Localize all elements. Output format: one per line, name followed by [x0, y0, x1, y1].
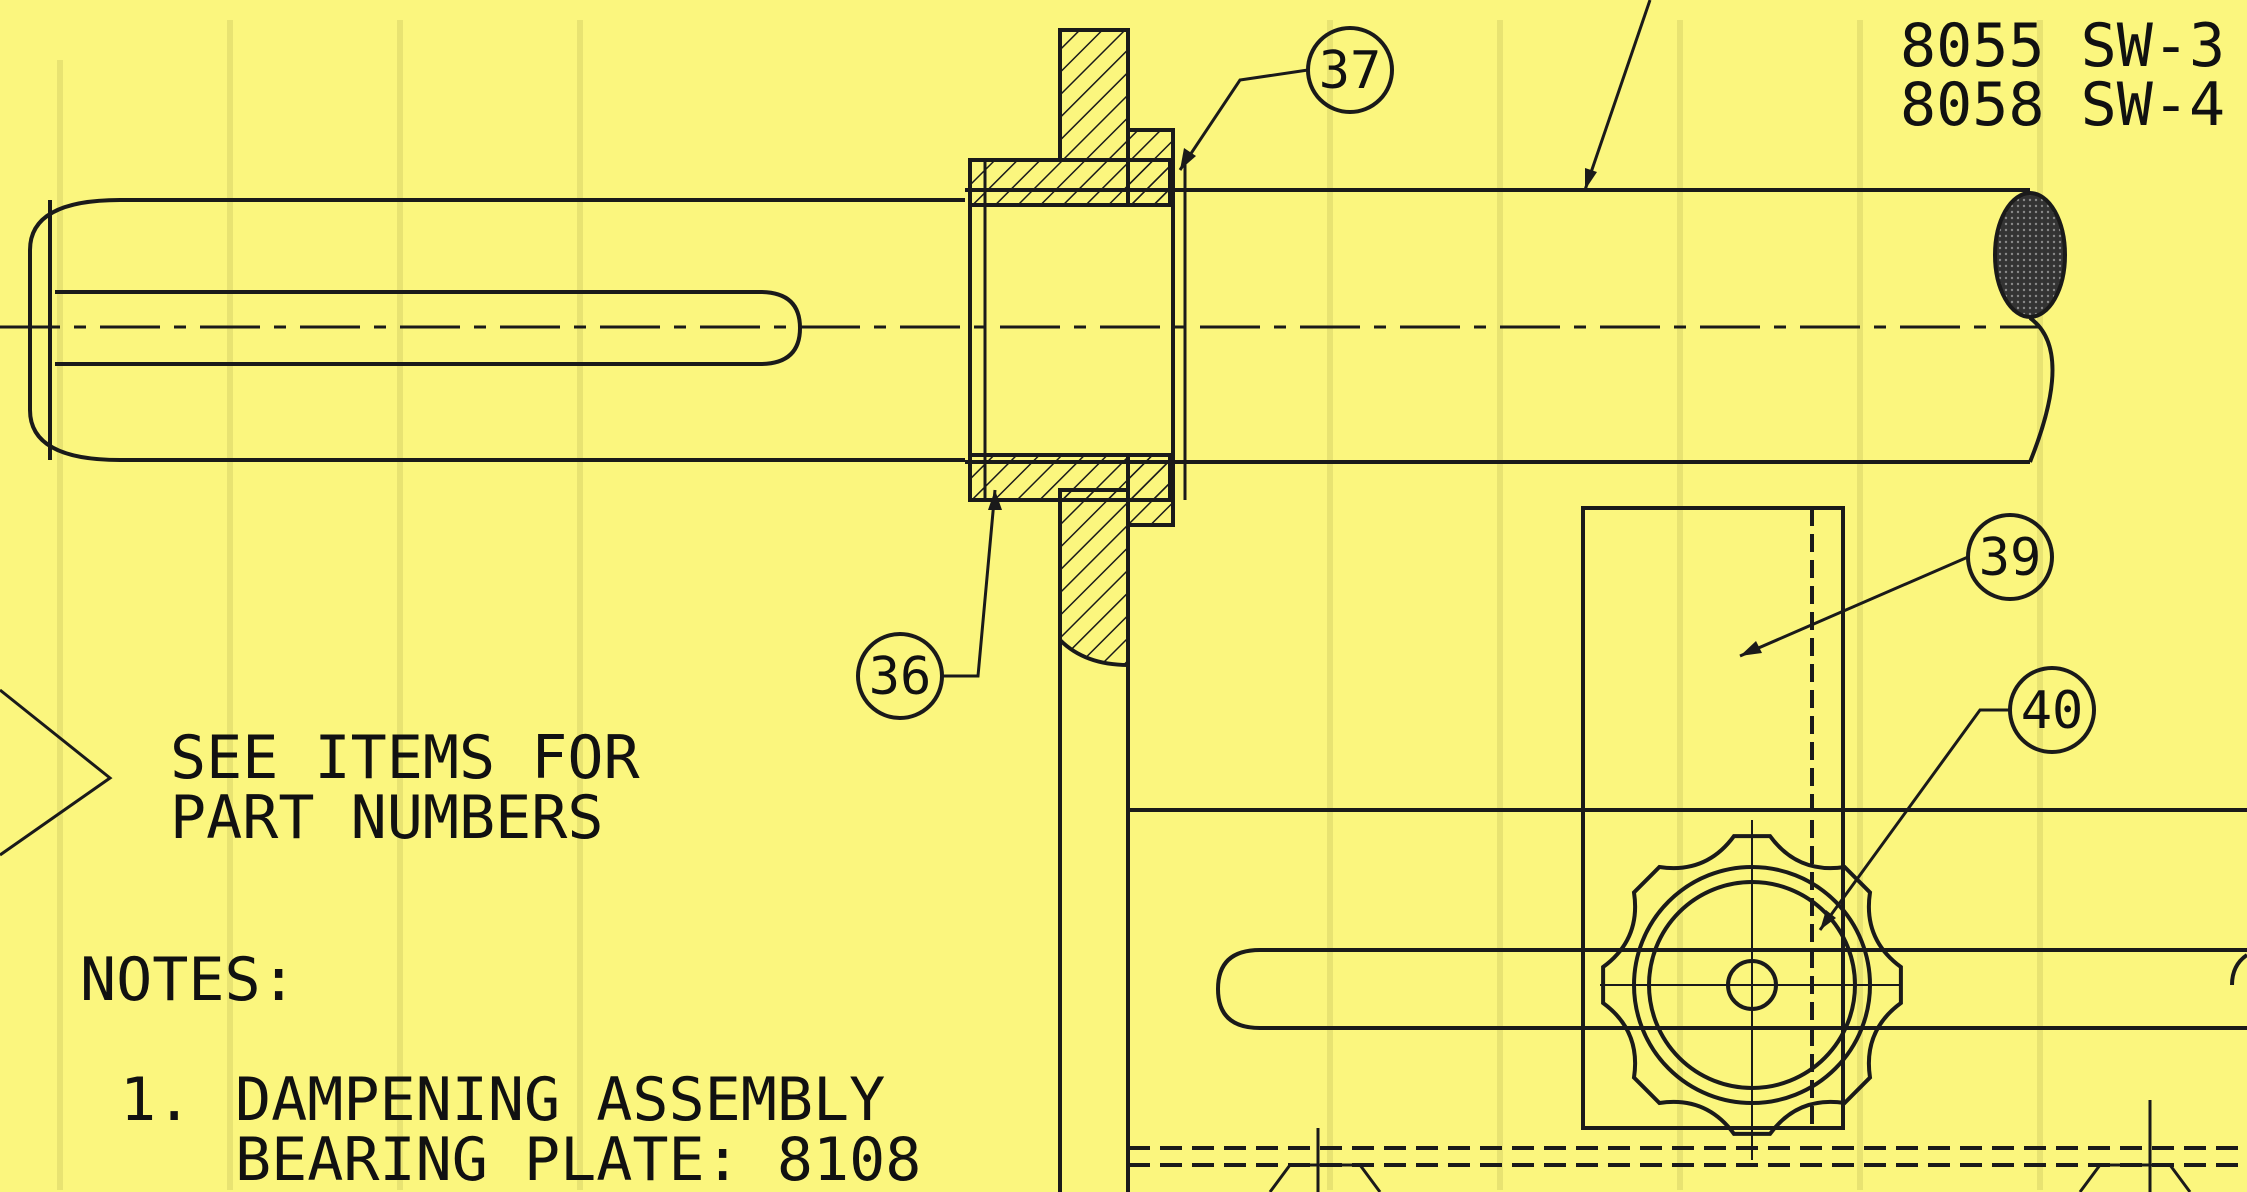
bearing-plate: [1058, 28, 1130, 1192]
callout-37: 37: [1178, 26, 1394, 171]
notes-heading: NOTES:: [80, 945, 297, 1015]
bleed-through-marks: [57, 20, 2043, 1190]
knob-40: [1600, 820, 1903, 1160]
dampers: [1268, 1100, 2192, 1192]
see-items-line-2: PART NUMBERS: [170, 783, 603, 853]
part-list-line-1: 8055 SW-3: [1900, 11, 2225, 81]
part-list-leader: [1583, 0, 1652, 191]
flange-bushing: [968, 128, 1187, 527]
note-1-number: 1.: [120, 1065, 192, 1135]
shaft-break: [1993, 191, 2067, 463]
rail: [1128, 808, 2247, 1167]
callout-36: 36: [856, 489, 1002, 720]
see-items-note: SEE ITEMS FOR PART NUMBERS: [170, 723, 640, 853]
note-1-line-2: BEARING PLATE: 8108: [235, 1125, 921, 1192]
callout-40: 40: [1818, 666, 2096, 931]
note-1-line-1: DAMPENING ASSEMBLY: [235, 1065, 885, 1135]
part-list: 8055 SW-3 8058 SW-4: [1900, 11, 2225, 140]
svg-text:39: 39: [1979, 528, 2042, 588]
part-list-line-2: 8058 SW-4: [1900, 70, 2225, 140]
see-items-leaders: [0, 688, 113, 857]
callout-39: 39: [1739, 513, 2054, 658]
svg-text:36: 36: [869, 647, 932, 707]
svg-text:40: 40: [2021, 681, 2084, 741]
svg-text:37: 37: [1319, 41, 1382, 101]
block-39: [1581, 506, 1845, 1130]
notes: NOTES: 1. DAMPENING ASSEMBLY BEARING PLA…: [80, 945, 921, 1192]
see-items-line-1: SEE ITEMS FOR: [170, 723, 640, 793]
